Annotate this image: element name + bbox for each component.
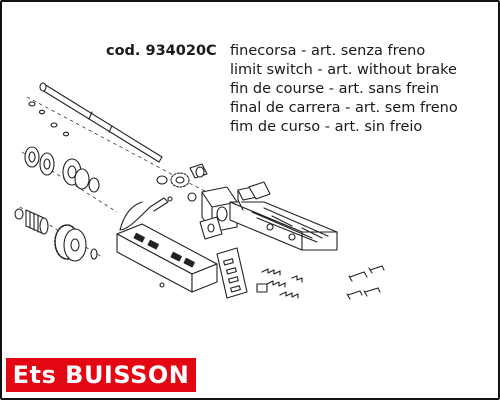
part-caption: cod. 934020C finecorsa - art. senza fren…	[106, 42, 458, 137]
shaft-pins	[28, 101, 70, 137]
control-cover	[116, 223, 218, 293]
caption-row-3: fin de course - art. sans frein	[106, 80, 458, 99]
caption-line-italian: finecorsa - art. senza freno	[230, 43, 426, 59]
bearing-set-upper	[24, 146, 100, 193]
cam-springs	[256, 268, 303, 299]
main-shaft	[39, 82, 163, 163]
caption-line-french: fin de course - art. sans frein	[230, 81, 440, 97]
large-gear	[54, 224, 98, 262]
part-code: cod. 934020C	[106, 43, 217, 59]
caption-line-spanish: final de carrera - art. sem freno	[230, 100, 458, 116]
brand-logo: Ets BUISSON	[6, 358, 196, 392]
spring-bushing	[14, 208, 49, 235]
fixing-screws	[346, 265, 385, 300]
caption-row-4: final de carrera - art. sem freno	[106, 99, 458, 118]
limit-switch-housing	[229, 181, 338, 251]
wire-harness	[119, 196, 173, 231]
caption-line-portuguese: fim de curso - art. sin freio	[230, 119, 423, 135]
switch-cam	[199, 216, 223, 240]
brand-label: Ets BUISSON	[12, 361, 190, 389]
caption-row-5: fim de curso - art. sin freio	[106, 118, 458, 137]
caption-line-english: limit switch - art. without brake	[230, 62, 457, 78]
caption-row-1: cod. 934020C finecorsa - art. senza fren…	[106, 42, 458, 61]
terminal-strip	[216, 247, 248, 299]
small-gear-upper	[156, 163, 208, 188]
caption-row-2: limit switch - art. without brake	[106, 61, 458, 80]
